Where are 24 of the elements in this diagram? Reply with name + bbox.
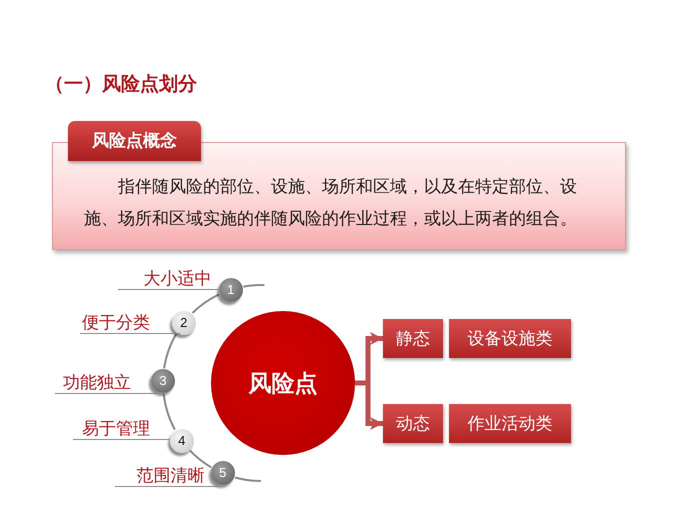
arc-line [189, 450, 212, 468]
number-circle: 2 [172, 310, 196, 335]
definition-text: 指伴随风险的部位、设施、场所和区域，以及在特定部位、设施、场所和区域实施的伴随风险的作业过程，或以上两者的组合。 [84, 176, 578, 230]
category-box: 设备设施类 [449, 319, 571, 358]
criterion-label: 大小适中 [118, 268, 219, 290]
category-box: 动态 [383, 404, 443, 443]
criterion-label: 范围清晰 [115, 465, 219, 487]
criterion-label: 易于管理 [73, 418, 170, 440]
heading-tab: 风险点概念 [68, 121, 201, 161]
arc-line [243, 284, 264, 288]
number-circle: 3 [151, 369, 175, 394]
number-circle: 5 [210, 461, 235, 486]
criterion-label: 功能独立 [55, 372, 159, 394]
page-title: （一）风险点划分 [45, 72, 197, 97]
category-box: 静态 [383, 319, 443, 358]
number-circle: 1 [218, 278, 243, 302]
category-box: 作业活动类 [449, 404, 571, 443]
arc-line [162, 394, 176, 430]
criterion-label: 便于分类 [80, 312, 180, 334]
center-circle: 风险点 [211, 311, 355, 455]
number-circle: 4 [170, 428, 194, 453]
arc-line [163, 332, 178, 368]
arc-line [234, 476, 262, 482]
arc-line [192, 294, 220, 314]
